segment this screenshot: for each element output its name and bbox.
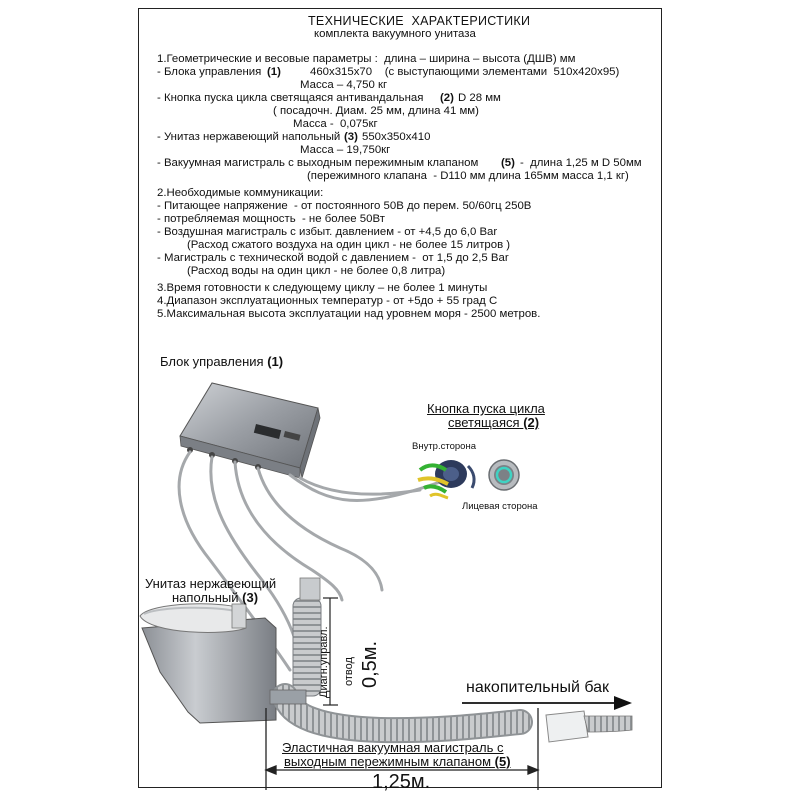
vertical-tube <box>292 577 322 697</box>
spec-toilet-label: - Унитаз нержавеющий напольный <box>157 131 341 143</box>
spec-power: - Питающее напряжение - от постоянного 5… <box>157 200 532 212</box>
spec-3: 3.Время готовности к следующему циклу – … <box>157 282 488 294</box>
spec-consumption: - потребляемая мощность - не более 50Вт <box>157 213 385 225</box>
spec-water-note: (Расход воды на один цикл - не более 0,8… <box>187 265 446 277</box>
diag-label: Диагн.управл. <box>318 626 330 698</box>
spec-button-num: (2) <box>440 92 454 104</box>
spec-line-dims: - длина 1,25 м D 50мм <box>520 157 642 169</box>
face-side-label: Лицевая сторона <box>462 501 538 512</box>
vacuum-line-label-2: выходным пережимным клапаном (5) <box>284 754 511 769</box>
control-unit-label: Блок управления (1) <box>160 354 284 369</box>
vertical-dimension-label: 0,5м. <box>359 641 381 688</box>
tank-label: накопительный бак <box>466 679 610 696</box>
spec-5: 5.Максимальная высота эксплуатации над у… <box>157 308 541 320</box>
spec-line-num: (5) <box>501 157 515 169</box>
inner-side-label: Внутр.сторона <box>412 441 476 452</box>
button-title: Кнопка пуска цикла <box>427 401 545 416</box>
spec-button-mass: Масса - 0,075кг <box>293 118 378 130</box>
vertical-dimension <box>323 597 338 706</box>
spec-block-num: (1) <box>267 66 281 78</box>
spec-button-dims: D 28 мм <box>458 92 501 104</box>
horizontal-dimension-label: 1,25м. <box>372 771 431 793</box>
toilet-label-line2: напольный (3) <box>172 590 259 605</box>
vacuum-line-label: Эластичная вакуумная магистраль с <box>282 740 504 755</box>
control-unit-image <box>179 382 321 479</box>
tap-label: отвод <box>343 656 355 686</box>
spec-toilet-num: (3) <box>344 131 358 143</box>
spec-line-label: - Вакуумная магистраль с выходным пережи… <box>157 157 479 169</box>
spec-air-note: (Расход сжатого воздуха на один цикл - н… <box>187 239 511 251</box>
spec-air: - Воздушная магистраль с избыт. давление… <box>157 226 498 238</box>
button-inner-image <box>417 460 476 500</box>
toilet-image <box>139 603 277 724</box>
doc-subtitle: комплекта вакуумного унитаза <box>314 28 476 40</box>
spec-water: - Магистраль с технической водой с давле… <box>157 252 509 264</box>
spec-button-label: - Кнопка пуска цикла светящаяся антиванд… <box>157 92 424 104</box>
button-title-line2: светящаяся (2) <box>448 415 540 430</box>
toilet-label: Унитаз нержавеющий <box>145 576 277 591</box>
spec-valve: (пережимного клапана - D110 мм длина 165… <box>307 170 629 182</box>
spec-4: 4.Диапазон эксплуатационных температур -… <box>157 295 498 307</box>
tank-arrow <box>462 696 632 710</box>
spec-toilet-mass: Масса – 19,750кг <box>300 144 391 156</box>
spec-1-heading: 1.Геометрические и весовые параметры : д… <box>157 53 576 65</box>
vacuum-hose <box>269 683 633 744</box>
spec-button-seat: ( посадочн. Диам. 25 мм, длина 41 мм) <box>273 105 479 117</box>
spec-toilet-dims: 550х350х410 <box>362 131 431 143</box>
horizontal-dimension <box>264 708 540 790</box>
spec-block-dims: 460х315х70 (с выступающими элементами 51… <box>310 66 620 78</box>
button-face-image <box>488 459 520 491</box>
doc-title: ТЕХНИЧЕСКИЕ ХАРАКТЕРИСТИКИ <box>308 14 531 28</box>
spec-block-mass: Масса – 4,750 кг <box>300 79 388 91</box>
spec-2-heading: 2.Необходимые коммуникации: <box>157 187 324 199</box>
spec-block-label: - Блока управления <box>157 66 262 78</box>
